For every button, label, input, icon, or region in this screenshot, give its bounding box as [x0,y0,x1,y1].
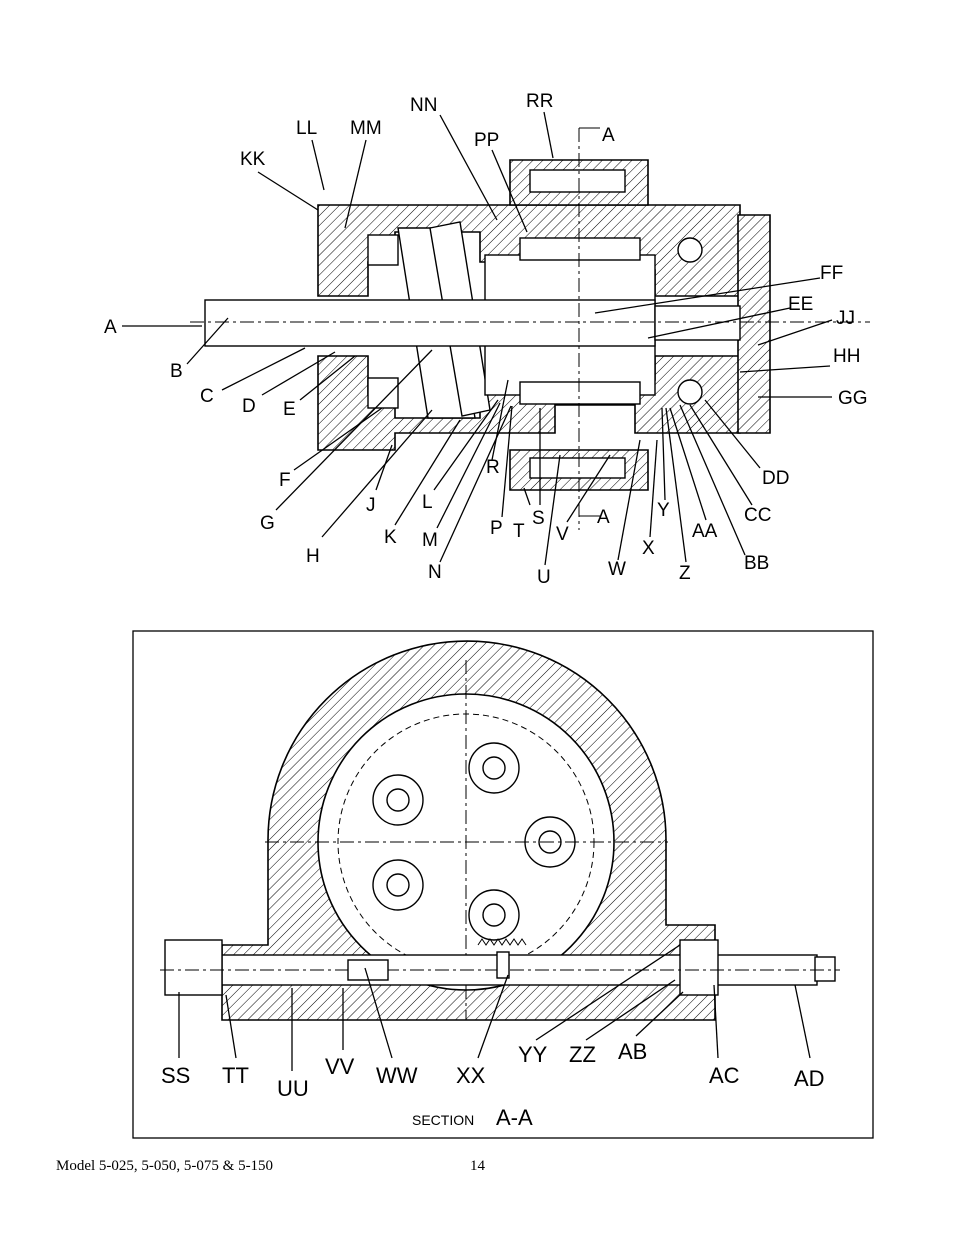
label-FF: FF [820,263,843,284]
label-XX: XX [456,1063,486,1088]
section-marker-top: A [602,125,615,146]
label-DD: DD [762,468,789,489]
label-F: F [279,470,291,491]
label-UU: UU [277,1076,309,1101]
label-BB: BB [744,553,769,574]
label-WW: WW [376,1063,418,1088]
label-PP: PP [474,130,499,151]
label-Y: Y [657,500,670,521]
label-MM: MM [350,118,382,139]
label-B: B [170,361,183,382]
label-AC: AC [709,1063,740,1088]
top-cross-section: A A [190,125,870,530]
label-AB: AB [618,1039,647,1064]
label-P: P [490,518,503,539]
label-NN: NN [410,95,437,116]
top-leader-lines [122,111,833,566]
label-U: U [537,567,551,588]
label-A: A [104,317,117,338]
label-G: G [260,513,275,534]
section-leader-lines [178,944,811,1071]
label-N: N [428,562,442,583]
label-HH: HH [833,346,860,367]
label-H: H [306,546,320,567]
label-T: T [513,521,525,542]
label-Z: Z [679,563,691,584]
label-D: D [242,396,256,417]
label-S: S [532,508,545,529]
top-labels: A B C D E F G H J K L M N P R S T U V W … [104,91,868,588]
label-AD: AD [794,1066,825,1091]
label-VV: VV [325,1054,355,1079]
label-M: M [422,530,438,551]
label-K: K [384,527,397,548]
label-LL: LL [296,118,317,139]
label-RR: RR [526,91,553,112]
label-TT: TT [222,1063,249,1088]
label-E: E [283,399,296,420]
label-R: R [486,457,500,478]
footer-model: Model 5-025, 5-050, 5-075 & 5-150 [56,1158,274,1174]
label-SS: SS [161,1063,190,1088]
section-labels: SS TT UU VV WW XX YY ZZ AB AC AD SECTION… [161,1039,825,1130]
label-KK: KK [240,149,266,170]
label-C: C [200,386,214,407]
label-YY: YY [518,1042,548,1067]
section-frame [132,630,874,1139]
label-AA: AA [692,521,718,542]
section-caption-word: SECTION [412,1112,474,1128]
label-EE: EE [788,294,813,315]
label-X: X [642,538,655,559]
section-marker-bottom: A [597,507,610,528]
label-JJ: JJ [836,308,855,329]
label-ZZ: ZZ [569,1042,596,1067]
footer-page-number: 14 [470,1158,485,1174]
label-CC: CC [744,505,771,526]
section-caption-letters: A-A [496,1105,533,1130]
label-W: W [608,559,626,580]
section-aa-drawing [160,640,840,1021]
label-L: L [422,492,433,513]
label-V: V [556,524,569,545]
label-J: J [366,495,376,516]
piston-bores [372,742,576,941]
label-GG: GG [838,388,868,409]
